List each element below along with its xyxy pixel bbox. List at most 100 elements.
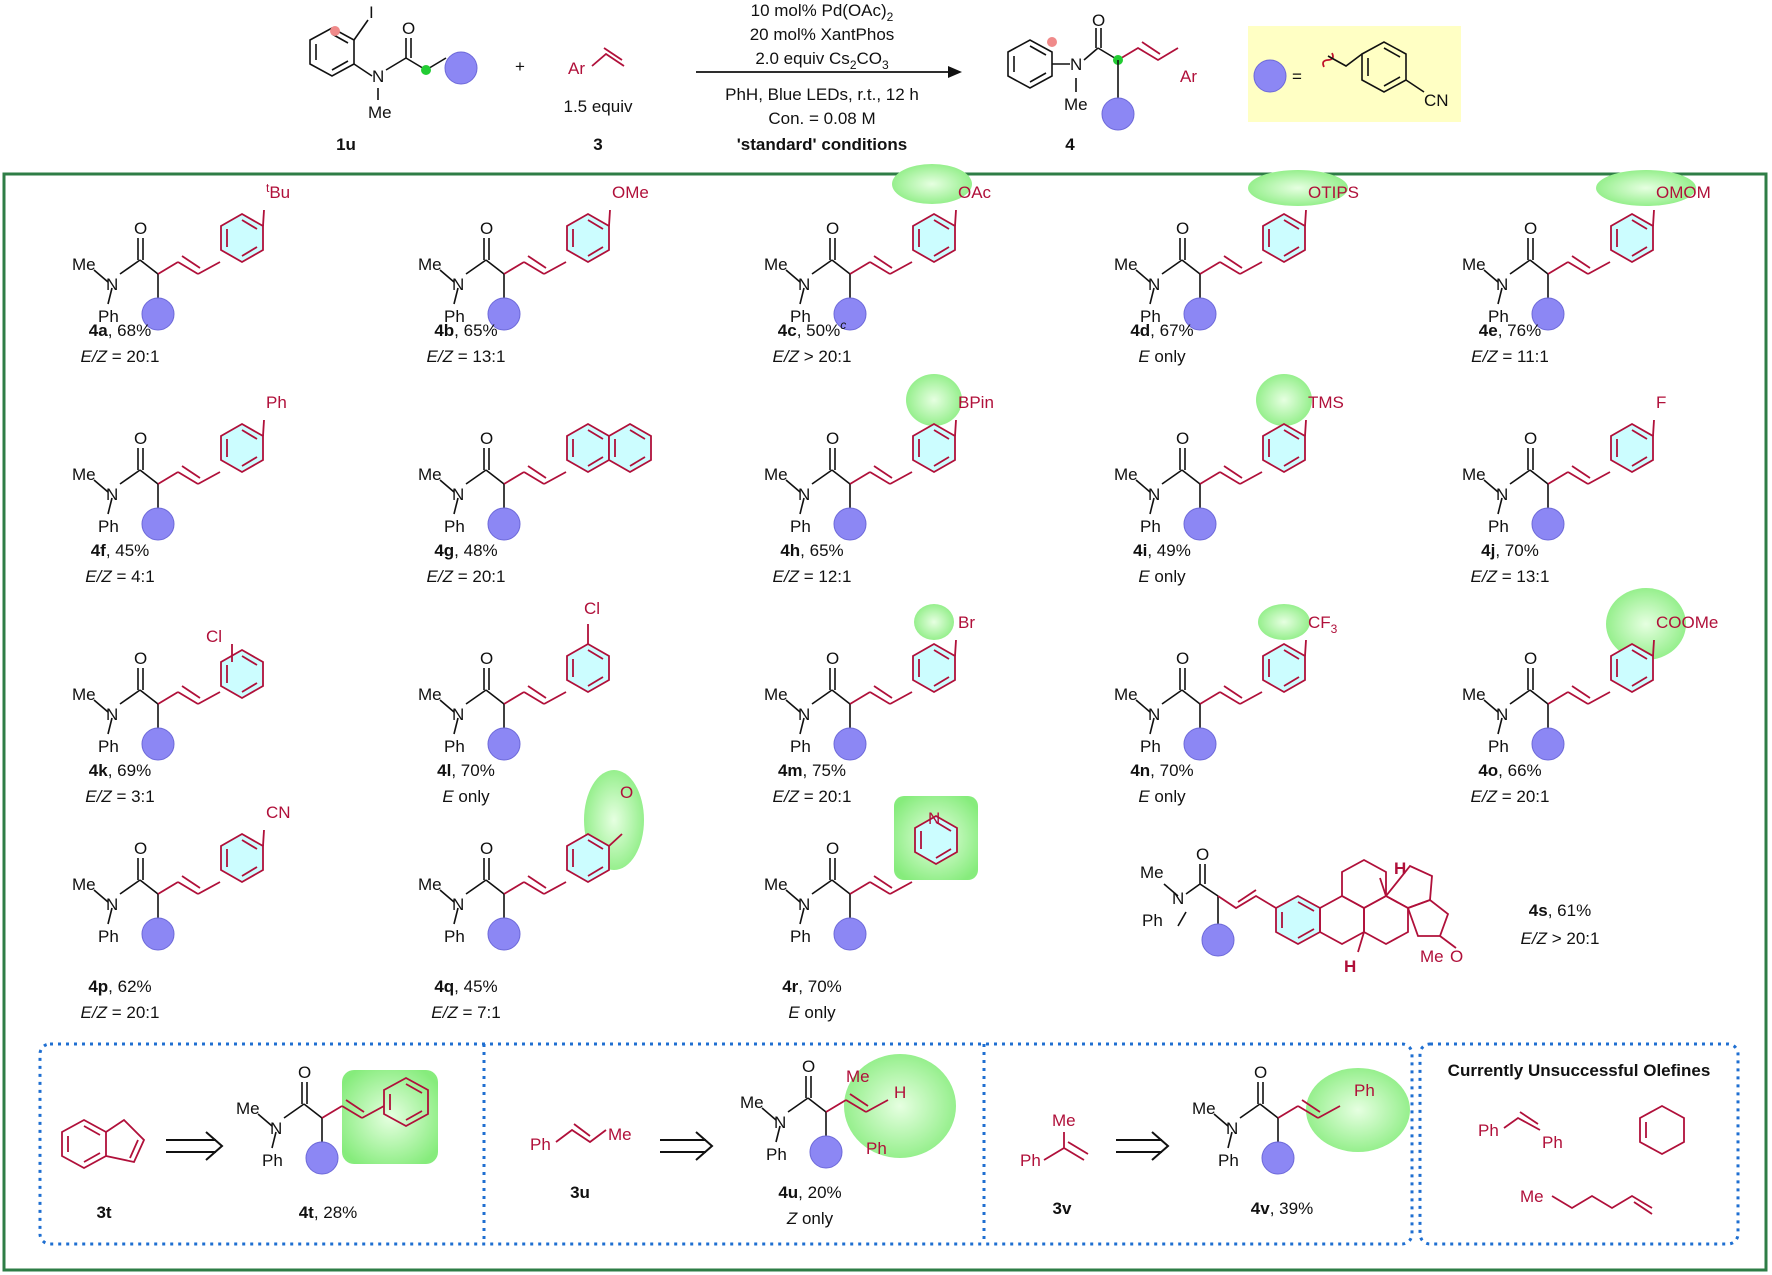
me-label-4b: Me bbox=[418, 255, 442, 274]
yield-4e: 4e, 76% bbox=[1479, 321, 1541, 340]
s-ketone-o: O bbox=[1450, 947, 1463, 966]
n-4u: N bbox=[774, 1113, 786, 1132]
s-n: N bbox=[1172, 889, 1184, 908]
blob-4v bbox=[1261, 1141, 1295, 1175]
label-3t: 3t bbox=[96, 1203, 111, 1222]
s-h1: H bbox=[1394, 859, 1406, 878]
product-4v: O N Me Ph Ph bbox=[1192, 1063, 1410, 1175]
me-label-4p: Me bbox=[72, 875, 96, 894]
blob-4l bbox=[487, 727, 521, 761]
me-label-4m: Me bbox=[764, 685, 788, 704]
n-label-4o: N bbox=[1496, 705, 1508, 724]
ph-label-4f: Ph bbox=[98, 517, 119, 536]
ph-3u: Ph bbox=[530, 1135, 551, 1154]
condition-6: 'standard' conditions bbox=[737, 135, 908, 154]
blob-4h bbox=[833, 507, 867, 541]
aryl-ring-4o: COOMe bbox=[1610, 613, 1718, 693]
vinyl-h-4u: H bbox=[894, 1083, 906, 1102]
s-h2: H bbox=[1344, 957, 1356, 976]
n-label-4q: N bbox=[452, 895, 464, 914]
product-label: 4 bbox=[1065, 135, 1075, 154]
yield-4q: 4q, 45% bbox=[434, 977, 497, 996]
ph-4t: Ph bbox=[262, 1151, 283, 1170]
product-4u: O N Me Ph Me H Ph bbox=[740, 1054, 956, 1169]
vinyl-me-4u: Me bbox=[846, 1067, 870, 1086]
ph-label-4b: Ph bbox=[444, 307, 465, 326]
compound-4r-caption: 4r, 70%E only bbox=[782, 977, 842, 1022]
blob-4c bbox=[833, 297, 867, 331]
compound-4o-caption: 4o, 66%E/Z = 20:1 bbox=[1471, 761, 1550, 806]
aryl-ring-4d: OTIPS bbox=[1262, 183, 1359, 263]
aryl-ring-4h: BPin bbox=[912, 393, 994, 473]
o-label-4q: O bbox=[480, 839, 493, 858]
substituent-4e: OMOM bbox=[1656, 183, 1711, 202]
n-label-4e: N bbox=[1496, 275, 1508, 294]
ph-4u: Ph bbox=[766, 1145, 787, 1164]
aryl-ring-4b: OMe bbox=[566, 183, 649, 263]
ratio-4d: E only bbox=[1138, 347, 1186, 366]
indene-3t: 3t bbox=[61, 1118, 146, 1222]
s-o: O bbox=[1196, 845, 1209, 864]
ph-label-4d: Ph bbox=[1140, 307, 1161, 326]
compound-4e-caption: 4e, 76%E/Z = 11:1 bbox=[1471, 321, 1549, 366]
n-label-4a: N bbox=[106, 275, 118, 294]
starting-material-1u: I N O Me 1u bbox=[309, 3, 478, 154]
substituent-4i: TMS bbox=[1308, 393, 1344, 412]
retro-arrow-t bbox=[166, 1131, 224, 1161]
me-label-4l: Me bbox=[418, 685, 442, 704]
label-3u: 3u bbox=[570, 1183, 590, 1202]
ratio-4i: E only bbox=[1138, 567, 1186, 586]
product-me-label: Me bbox=[1064, 95, 1088, 114]
blob-4g bbox=[487, 507, 521, 541]
yield-4g: 4g, 48% bbox=[434, 541, 497, 560]
ph-label-4l: Ph bbox=[444, 737, 465, 756]
o-label-4k: O bbox=[134, 649, 147, 668]
me-label-4j: Me bbox=[1462, 465, 1486, 484]
glow-4d bbox=[1248, 170, 1348, 206]
ph-label-4e: Ph bbox=[1488, 307, 1509, 326]
ph-4v: Ph bbox=[1218, 1151, 1239, 1170]
n-label-4n: N bbox=[1148, 705, 1160, 724]
caption-4v: 4v, 39% bbox=[1251, 1199, 1313, 1218]
n-label-4j: N bbox=[1496, 485, 1508, 504]
substituent-4q: O bbox=[620, 783, 633, 802]
o-label-4d: O bbox=[1176, 219, 1189, 238]
me-label-4e: Me bbox=[1462, 255, 1486, 274]
n-label: N bbox=[372, 67, 384, 86]
compound-4i-caption: 4i, 49%E only bbox=[1133, 541, 1191, 586]
compound-4p-caption: 4p, 62%E/Z = 20:1 bbox=[81, 977, 160, 1022]
ph-label-4c: Ph bbox=[790, 307, 811, 326]
yield-4l: 4l, 70% bbox=[437, 761, 495, 780]
o-label-4h: O bbox=[826, 429, 839, 448]
compound-4s-structure: Me N Ph O O H H Me bbox=[1140, 845, 1463, 976]
o-label-4j: O bbox=[1524, 429, 1537, 448]
retro-arrow-v bbox=[1116, 1131, 1170, 1161]
product-n-label: N bbox=[1070, 55, 1082, 74]
me-3u: Me bbox=[608, 1125, 632, 1144]
yield-4f: 4f, 45% bbox=[91, 541, 150, 560]
compound-4b-caption: 4b, 65%E/Z = 13:1 bbox=[427, 321, 506, 366]
aryl-position-dot bbox=[1047, 37, 1057, 47]
n-label-4r: N bbox=[798, 895, 810, 914]
aryl-ring-4j: F bbox=[1610, 393, 1666, 473]
compound-4h-caption: 4h, 65%E/Z = 12:1 bbox=[773, 541, 852, 586]
yield-4b: 4b, 65% bbox=[434, 321, 497, 340]
me-label-4f: Me bbox=[72, 465, 96, 484]
blob-4r bbox=[833, 917, 867, 951]
aryl-ring-4k: Cl bbox=[206, 627, 264, 699]
yield-4d: 4d, 67% bbox=[1130, 321, 1193, 340]
blob-4b bbox=[487, 297, 521, 331]
substituent-4p: CN bbox=[266, 803, 291, 822]
ph-label-4m: Ph bbox=[790, 737, 811, 756]
n-label-4f: N bbox=[106, 485, 118, 504]
substituent-4j: F bbox=[1656, 393, 1666, 412]
glow-4h bbox=[906, 374, 962, 426]
